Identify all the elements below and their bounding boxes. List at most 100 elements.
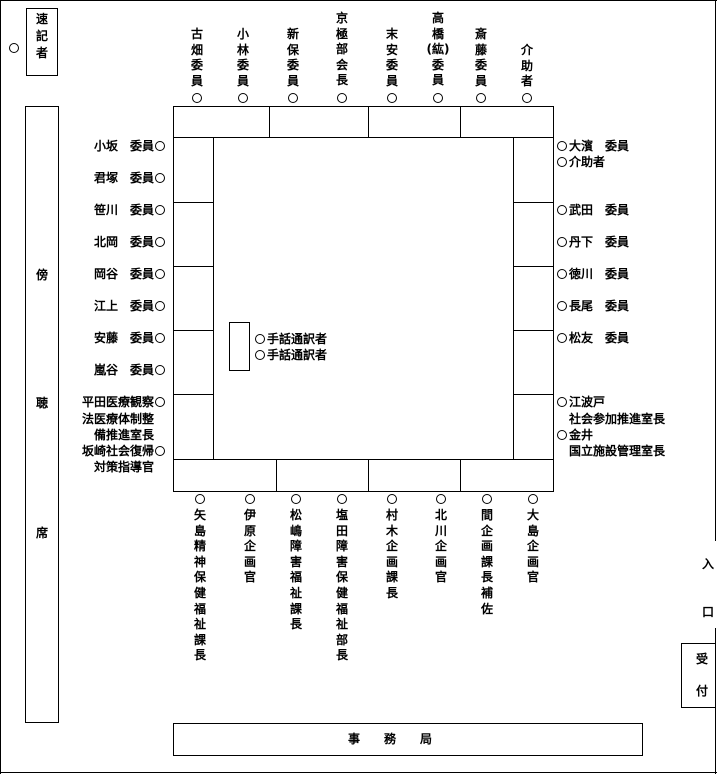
left-official-1-line-2: 法医療体制整: [81, 412, 154, 426]
left-member-seat-4: [155, 237, 165, 247]
table-left-1: [173, 137, 214, 203]
top-member-seat-6: [433, 93, 443, 103]
right-member-seat-5: [557, 269, 567, 279]
interpreter-label-1: 手話通訳者: [267, 332, 328, 346]
bottom-official-label-4: 塩 田 障 害 保 健 福 祉 部 長: [335, 508, 348, 663]
bottom-official-seat-1: [195, 494, 205, 504]
stenographer-box: [26, 8, 58, 76]
table-right-2: [513, 202, 554, 267]
top-member-seat-5: [387, 93, 397, 103]
table-left-4: [173, 330, 214, 395]
bottom-official-seat-7: [482, 494, 492, 504]
right-official-2-line-1: 金井: [569, 428, 594, 442]
top-member-seat-2: [238, 93, 248, 103]
top-member-label-2: 小 林 委 員: [236, 27, 249, 88]
left-member-label-7: 安藤 委員: [93, 331, 154, 345]
left-member-label-4: 北岡 委員: [93, 235, 154, 249]
top-member-seat-8: [522, 93, 532, 103]
left-member-label-2: 君塚 委員: [93, 171, 154, 185]
interpreter-stand: [229, 322, 250, 371]
right-official-2-seat: [557, 430, 567, 440]
right-member-label-4: 丹下 委員: [569, 235, 630, 249]
table-right-5: [513, 394, 554, 460]
right-member-seat-3: [557, 205, 567, 215]
interpreter-seat-2: [255, 350, 265, 360]
left-member-label-1: 小坂 委員: [93, 139, 154, 153]
left-member-seat-1: [155, 141, 165, 151]
table-bottom-4: [460, 459, 554, 492]
bottom-official-seat-8: [528, 494, 538, 504]
gallery-char-3: 席: [36, 526, 49, 540]
table-left-5: [173, 394, 214, 460]
bottom-official-seat-6: [436, 494, 446, 504]
bottom-official-label-7: 間 企 画 課 長 補 佐: [480, 508, 493, 616]
right-member-seat-2: [557, 157, 567, 167]
right-member-label-1: 大濱 委員: [569, 139, 630, 153]
table-bottom-3: [368, 459, 461, 492]
right-official-1-line-1: 江波戸: [569, 395, 606, 409]
top-member-label-8: 介 助 者: [520, 43, 533, 89]
table-right-1: [513, 137, 554, 203]
top-member-seat-4: [337, 93, 347, 103]
bottom-official-label-1: 矢 島 精 神 保 健 福 祉 課 長: [193, 508, 206, 663]
table-top-4: [460, 106, 554, 138]
table-bottom-1: [173, 459, 277, 492]
right-official-1-seat: [557, 397, 567, 407]
table-top-2: [269, 106, 369, 138]
reception-char-1: 受: [696, 652, 709, 666]
left-member-seat-7: [155, 333, 165, 343]
gallery-area: [25, 106, 59, 723]
top-member-label-4: 京 極 部 会 長: [335, 11, 348, 88]
left-member-seat-6: [155, 301, 165, 311]
left-member-label-3: 笹川 委員: [93, 203, 154, 217]
left-member-seat-3: [155, 205, 165, 215]
left-official-2-line-1: 坂崎社会復帰: [81, 444, 154, 458]
table-top-1: [173, 106, 270, 138]
interpreter-seat-1: [255, 334, 265, 344]
table-right-4: [513, 330, 554, 395]
bottom-official-label-5: 村 木 企 画 課 長: [385, 508, 398, 600]
entrance-char-1: 入: [702, 557, 715, 571]
reception-char-2: 付: [696, 684, 709, 698]
bottom-official-label-2: 伊 原 企 画 官: [243, 508, 256, 585]
right-member-label-7: 松友 委員: [569, 331, 630, 345]
reception-desk: [681, 643, 716, 708]
top-member-label-7: 斎 藤 委 員: [474, 27, 487, 88]
stenographer-label: 速 記 者: [35, 12, 48, 60]
right-member-seat-6: [557, 301, 567, 311]
bottom-official-label-3: 松 嶋 障 害 福 祉 課 長: [289, 508, 302, 632]
right-member-label-2: 介助者: [569, 155, 606, 169]
top-member-seat-3: [288, 93, 298, 103]
bottom-official-label-8: 大 島 企 画 官: [526, 508, 539, 585]
left-member-label-6: 江上 委員: [93, 299, 154, 313]
table-left-3: [173, 266, 214, 331]
right-member-label-5: 徳川 委員: [569, 267, 630, 281]
right-member-label-3: 武田 委員: [569, 203, 630, 217]
left-official-2-line-2: 対策指導官: [93, 460, 154, 474]
right-official-1-line-2: 社会参加推進室長: [569, 412, 666, 426]
bottom-official-label-6: 北 川 企 画 官: [434, 508, 447, 585]
gallery-char-1: 傍: [36, 268, 49, 282]
left-official-1-seat: [155, 397, 165, 407]
right-member-seat-4: [557, 237, 567, 247]
bottom-official-seat-2: [245, 494, 255, 504]
right-official-2-line-2: 国立施設管理室長: [569, 444, 666, 458]
right-member-label-6: 長尾 委員: [569, 299, 630, 313]
top-member-label-6: 高 橋 (紘) 委 員: [426, 11, 450, 88]
right-member-seat-7: [557, 333, 567, 343]
table-right-3: [513, 266, 554, 331]
top-member-seat-7: [476, 93, 486, 103]
left-member-seat-2: [155, 173, 165, 183]
bottom-official-seat-4: [337, 494, 347, 504]
top-member-label-5: 末 安 委 員: [385, 27, 398, 88]
top-member-label-3: 新 保 委 員: [286, 27, 299, 88]
left-member-seat-5: [155, 269, 165, 279]
table-top-3: [368, 106, 461, 138]
bottom-official-seat-3: [291, 494, 301, 504]
secretariat-label: 事 務 局: [348, 732, 433, 746]
table-left-2: [173, 202, 214, 267]
table-bottom-2: [276, 459, 369, 492]
top-member-seat-1: [192, 93, 202, 103]
entrance-char-2: 口: [702, 605, 715, 619]
left-member-label-5: 岡谷 委員: [93, 267, 154, 281]
